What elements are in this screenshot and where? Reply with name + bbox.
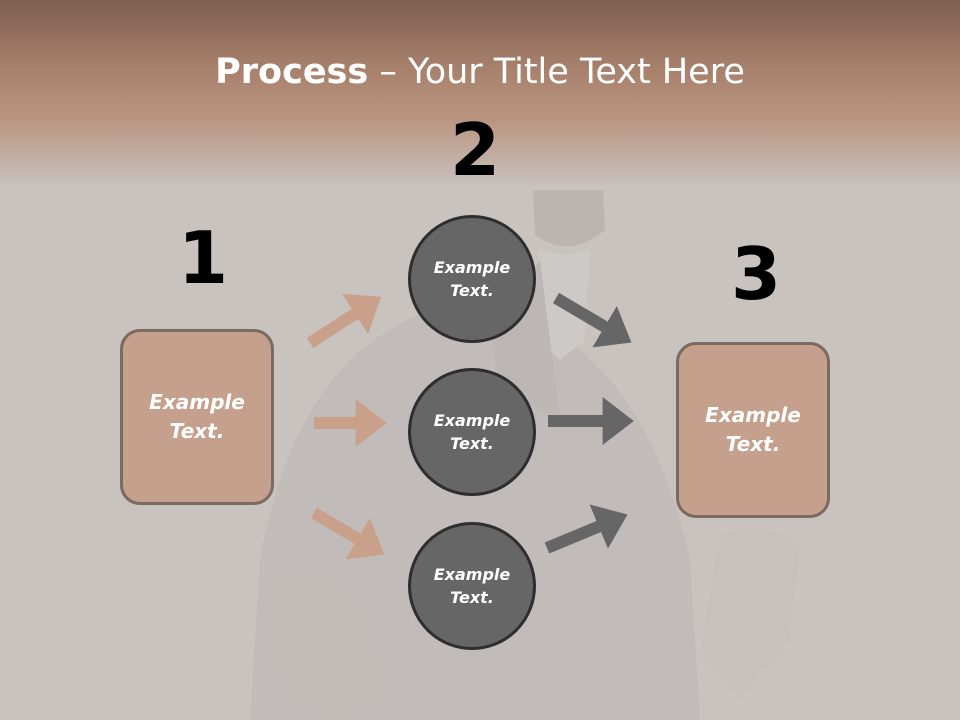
header-band — [0, 0, 960, 190]
title-rest: – Your Title Text Here — [368, 52, 745, 92]
step-number-3: 3 — [731, 232, 782, 316]
arrow-box-to-top-circle — [306, 293, 382, 349]
title-bold: Process — [215, 52, 369, 92]
step-number-2: 2 — [450, 108, 501, 192]
arrow-box-to-bottom-circle — [310, 507, 385, 560]
arrow-top-circle-to-box — [552, 292, 632, 348]
slide-title: Process – Your Title Text Here — [0, 52, 960, 92]
arrow-bottom-circle-to-box — [544, 504, 628, 554]
step-number-1: 1 — [178, 216, 229, 300]
